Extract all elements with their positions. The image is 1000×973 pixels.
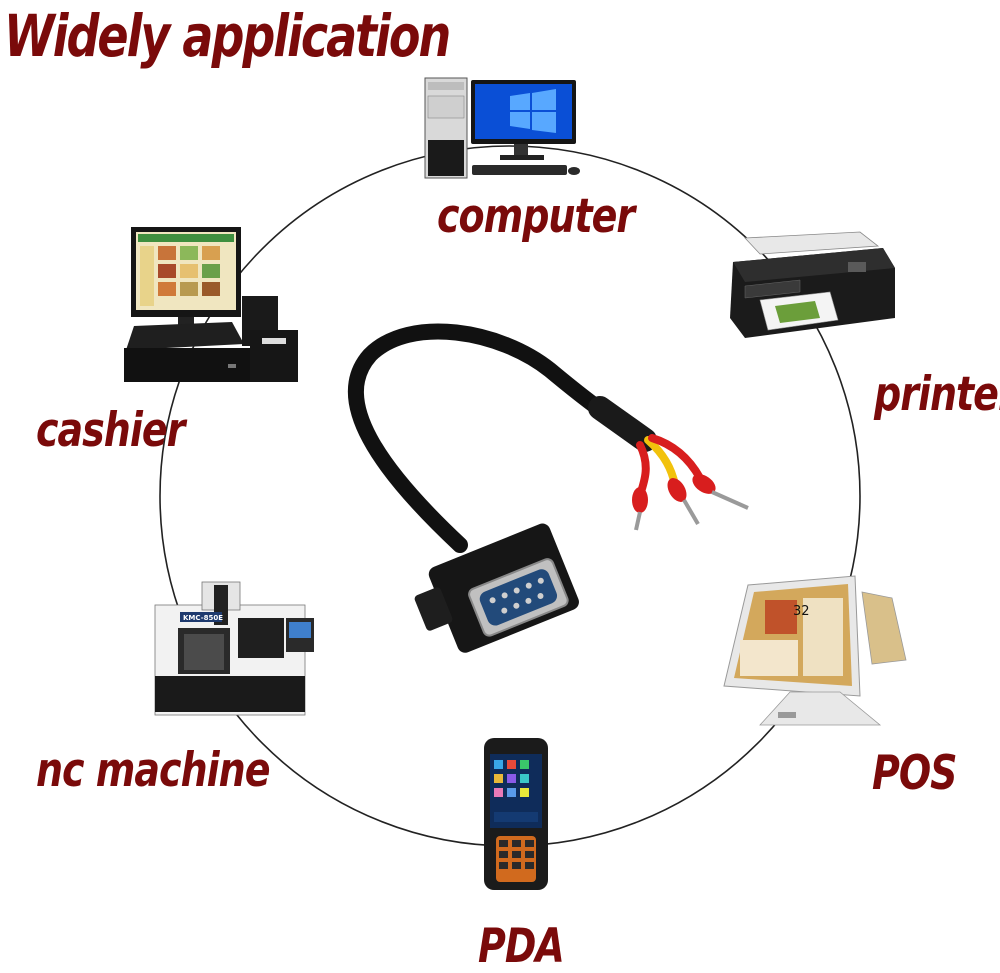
pos-screen-number: 32	[793, 604, 810, 619]
serial-cable-image	[347, 323, 749, 653]
pda-image	[484, 738, 548, 890]
nc-machine-image: KMC-850E	[154, 581, 314, 716]
printer-image	[730, 231, 895, 338]
label-pda: PDA	[478, 918, 565, 973]
label-pos: POS	[872, 745, 958, 800]
label-computer: computer	[437, 188, 635, 243]
machine-badge: KMC-850E	[183, 614, 223, 622]
label-cashier: cashier	[36, 402, 185, 457]
label-printer: printer	[874, 366, 1000, 421]
cashier-image	[124, 227, 298, 382]
label-nc-machine: nc machine	[36, 742, 270, 797]
pos-image: 32	[723, 575, 907, 726]
page-title: Widely application	[4, 2, 451, 70]
computer-image	[424, 77, 580, 179]
